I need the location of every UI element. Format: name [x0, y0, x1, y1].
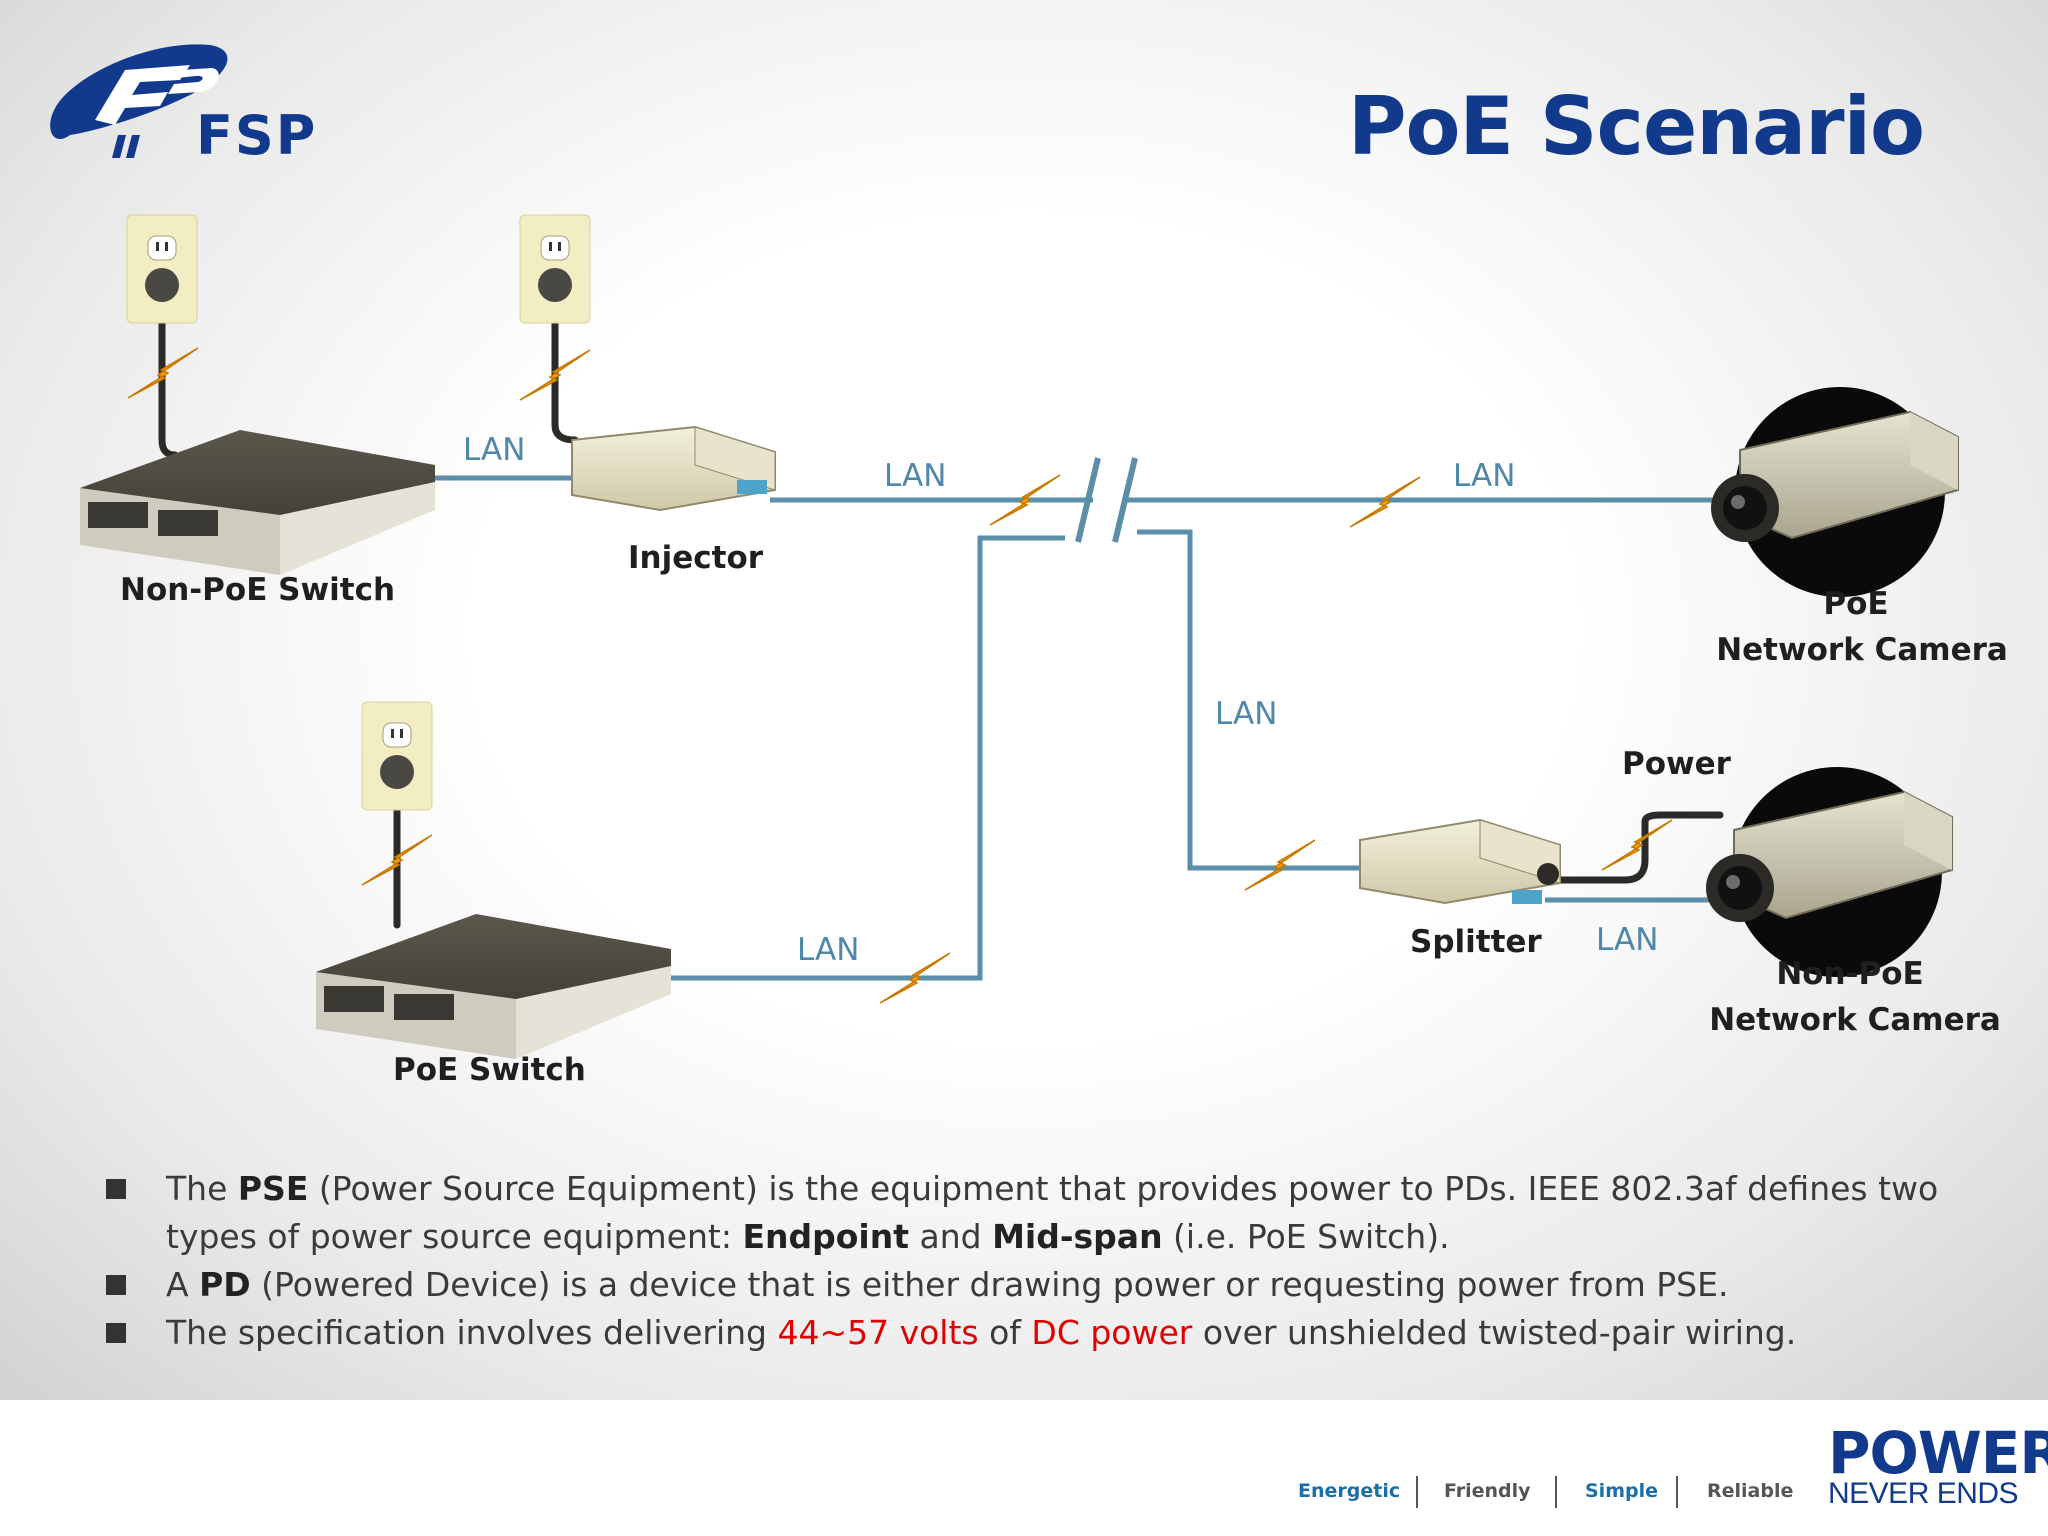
lightning-icons [127, 347, 1673, 1004]
lightning-icon [879, 952, 951, 1004]
wall-outlet-3 [361, 701, 433, 811]
non-poe-switch-device [80, 430, 435, 575]
bullet-square-icon [106, 1179, 126, 1199]
injector-device [571, 425, 776, 512]
slide-background [0, 0, 2048, 1400]
non-poe-switch-label: Non-PoE Switch [120, 572, 395, 608]
wall-outlet-2 [519, 214, 591, 324]
lightning-icon [989, 474, 1061, 526]
non-poe-network-camera-device [1706, 767, 1953, 977]
poe-switch-device [316, 914, 671, 1059]
tagline-separator [1676, 1476, 1678, 1508]
lan-label: LAN [797, 932, 859, 968]
lan-label: LAN [463, 432, 525, 468]
wall-outlet-1 [126, 214, 198, 324]
lan-label: LAN [1453, 458, 1515, 494]
lan-label: LAN [1596, 922, 1658, 958]
cable-break-marks [1075, 457, 1138, 543]
tagline-energetic: Energetic [1298, 1480, 1401, 1502]
lightning-icon [127, 347, 199, 399]
fsp-logo [50, 44, 228, 158]
lightning-icon [1601, 819, 1673, 871]
poe-network-diagram: Non-PoE Switch Injector PoE Switch Split… [80, 214, 2008, 1088]
splitter-label: Splitter [1410, 924, 1542, 960]
lightning-icon [1349, 476, 1421, 528]
poe-camera-label-2: Network Camera [1716, 632, 2008, 668]
bullet-pse: The PSE (Power Source Equipment) is the … [104, 1165, 1984, 1261]
poe-switch-label: PoE Switch [393, 1052, 586, 1088]
page-title: PoE Scenario [1347, 80, 1925, 173]
bullet-square-icon [106, 1323, 126, 1343]
lan-label: LAN [1215, 696, 1277, 732]
tagline-friendly: Friendly [1444, 1480, 1531, 1502]
nonpoe-camera-label-1: Non-PoE [1776, 956, 1923, 992]
lightning-icon [519, 349, 591, 401]
poe-network-camera-device [1711, 387, 1959, 597]
injector-label: Injector [628, 540, 764, 576]
power-logo-text: POWER [1828, 1419, 2048, 1487]
logo-text: FSP [196, 104, 318, 167]
lan-cables [435, 475, 1720, 981]
nonpoe-camera-label-2: Network Camera [1709, 1002, 2001, 1038]
tagline-simple: Simple [1585, 1480, 1658, 1502]
never-ends-text: NEVER ENDS [1828, 1477, 2019, 1510]
bullet-list: The PSE (Power Source Equipment) is the … [104, 1165, 1984, 1357]
tagline-separator [1555, 1476, 1557, 1508]
lightning-icon [1244, 839, 1316, 891]
power-label: Power [1622, 746, 1732, 782]
splitter-device [1359, 818, 1561, 905]
poe-camera-label-1: PoE [1823, 586, 1888, 622]
bullet-square-icon [106, 1275, 126, 1295]
tagline-reliable: Reliable [1707, 1480, 1794, 1502]
footer-background [0, 1400, 2048, 1536]
lan-label: LAN [884, 458, 946, 494]
tagline-separator [1416, 1476, 1418, 1508]
lightning-icon [361, 834, 433, 886]
bullet-spec: The specification involves delivering 44… [104, 1309, 1984, 1357]
bullet-pd: A PD (Powered Device) is a device that i… [104, 1261, 1984, 1309]
